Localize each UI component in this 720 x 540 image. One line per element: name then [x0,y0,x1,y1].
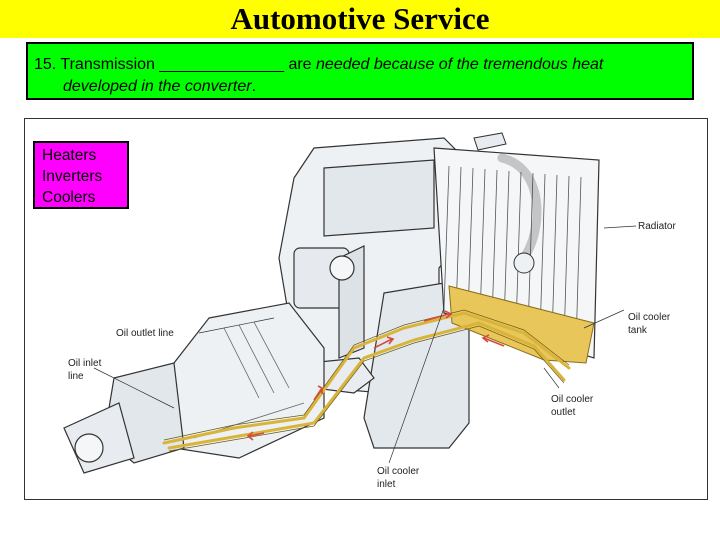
question-end: . [251,78,257,95]
question-number: 15. [34,56,57,73]
label-oil-inlet-line-1: Oil inlet [68,358,102,369]
answer-option: Inverters [42,168,103,185]
answer-option: Heaters [42,147,97,164]
slide-title: Automotive Service [230,1,490,36]
transmission-cooler-diagram: Radiator Oil outlet line Oil inlet line … [24,118,708,500]
label-oil-cooler-outlet-1: Oil cooler [551,394,594,405]
label-oil-cooler-inlet-2: inlet [377,479,396,490]
label-oil-cooler-outlet-2: outlet [551,407,576,418]
oil-lines-outline [163,309,570,452]
label-radiator: Radiator [638,221,676,232]
question-blank: ______________ [159,56,284,73]
answer-options-box: Heaters Inverters Coolers [33,141,129,209]
transmission [63,302,325,474]
label-oil-cooler-tank-1: Oil cooler [628,312,671,323]
answer-option: Coolers [42,189,96,206]
question-italic-1: needed because of the tremendous heat [316,56,604,73]
flow-arrows [246,310,505,441]
question-box: 15. Transmission ______________ are need… [26,42,694,100]
label-oil-cooler-tank-2: tank [628,325,648,336]
question-prefix: Transmission [60,56,155,73]
label-oil-inlet-line-2: line [68,371,84,382]
slide-title-bar: Automotive Service [0,0,720,38]
label-oil-cooler-inlet-1: Oil cooler [377,466,420,477]
engine-block [278,137,470,449]
question-verb: are [288,56,312,73]
question-italic-2: developed in the converter [63,78,252,95]
label-oil-outlet-line: Oil outlet line [116,328,174,339]
leader-lines [93,225,637,464]
